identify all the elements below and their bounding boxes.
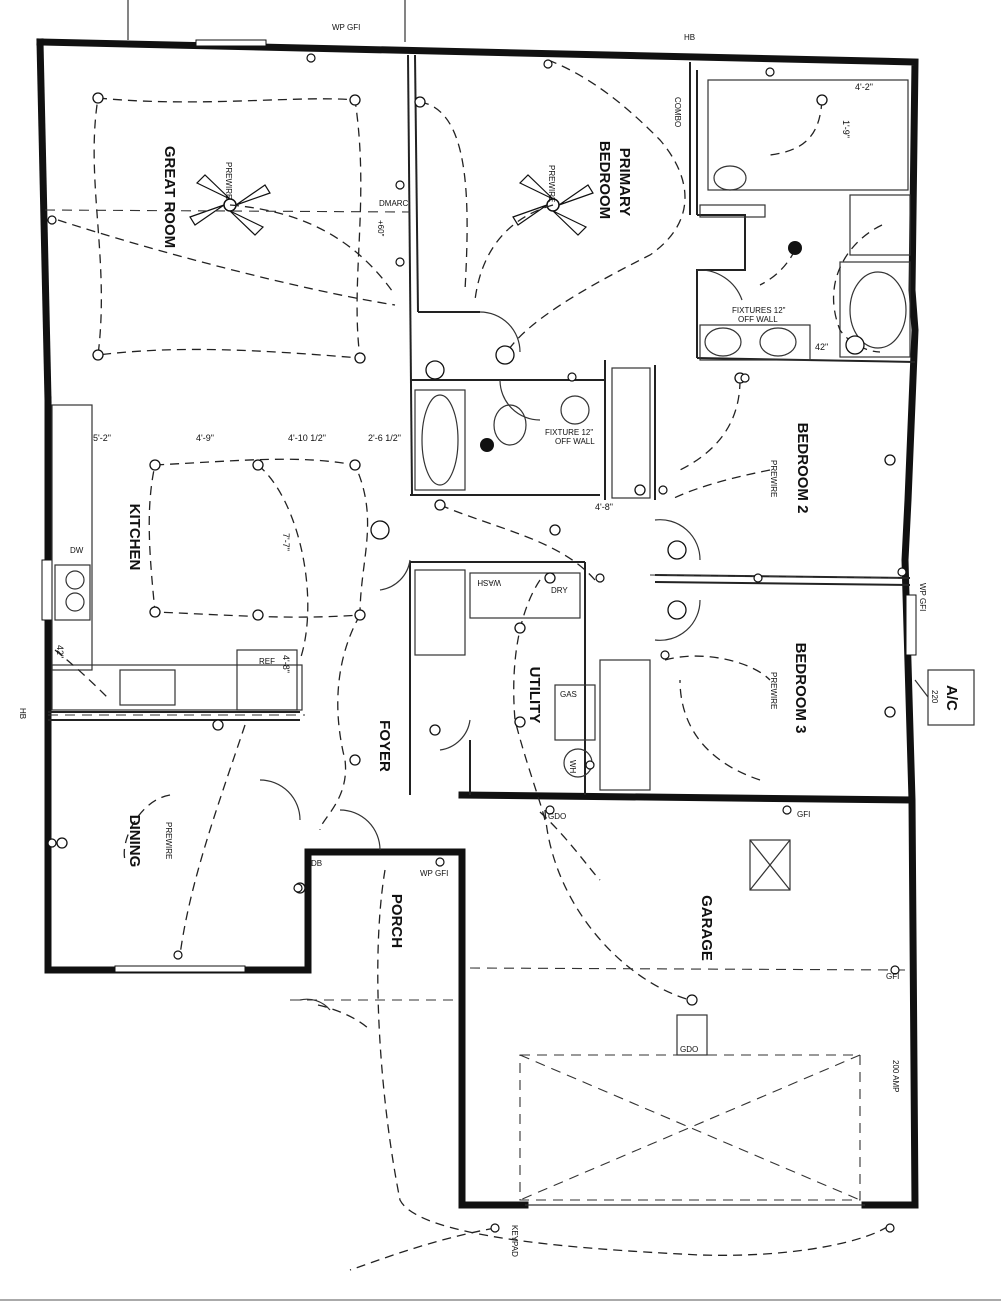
- fan-icon: [512, 174, 594, 236]
- exterior-walls: [36, 38, 919, 1209]
- prewire-great: PREWIRE: [224, 162, 233, 199]
- dim-4-10-half: 4'-10 1/2": [288, 433, 326, 443]
- dim-2-6-half: 2'-6 1/2": [368, 433, 401, 443]
- light-fixtures: [56, 92, 896, 894]
- gdo-label-1: GDO: [548, 812, 566, 821]
- dim-7-7: 7'-7": [281, 533, 291, 551]
- room-foyer: FOYER: [376, 720, 393, 772]
- db-label: DB: [311, 859, 322, 868]
- room-bedroom-3: BEDROOM 3: [792, 643, 809, 734]
- room-dining: DINING: [126, 815, 143, 868]
- ac-label: A/C: [943, 685, 960, 711]
- prewire-dining: PREWIRE: [164, 822, 173, 859]
- room-great-room: GREAT ROOM: [161, 146, 178, 248]
- plus60-label: +60": [376, 220, 385, 237]
- exhaust-fan-icon: [480, 241, 802, 452]
- outlets: [47, 53, 907, 1233]
- gfi-garage-right: GFI: [886, 972, 899, 981]
- room-primary-line1: PRIMARY: [616, 148, 633, 217]
- keypad-label: KEYPAD: [510, 1225, 519, 1257]
- dw-label: DW: [70, 546, 84, 555]
- gdo-label-2: GDO: [680, 1045, 698, 1054]
- room-utility: UTILITY: [526, 667, 543, 724]
- room-kitchen: KITCHEN: [126, 504, 143, 571]
- combo-label: COMBO: [673, 97, 682, 127]
- room-garage: GARAGE: [698, 895, 715, 961]
- room-primary-line2: BEDROOM: [596, 141, 613, 219]
- dim-4-9: 4'-9": [196, 433, 214, 443]
- smoke-detectors: [370, 335, 865, 620]
- interior-walls: [48, 54, 975, 1056]
- fixture-hall-2: OFF WALL: [555, 437, 595, 446]
- gas-label: GAS: [560, 690, 577, 699]
- overhead-lines: [44, 209, 906, 1001]
- fixtures-primary-1: FIXTURES 12": [732, 306, 786, 315]
- amp200-label: 200 AMP: [891, 1060, 900, 1092]
- room-labels: GREAT ROOM PRIMARY BEDROOM BEDROOM 2 BED…: [126, 141, 811, 961]
- dim-4-8: 4'-8": [595, 502, 613, 512]
- room-bedroom-2: BEDROOM 2: [794, 423, 811, 514]
- bathroom-fixtures: [65, 165, 907, 778]
- prewire-bed2: PREWIRE: [769, 460, 778, 497]
- dim-42-kitchen: 42": [55, 645, 65, 658]
- hb-top: HB: [684, 33, 695, 42]
- wp-gfi-porch: WP GFI: [420, 869, 448, 878]
- dim-5-2: 5'-2": [93, 433, 111, 443]
- dim-42-primary: 42": [815, 342, 828, 352]
- ac-unit-icon: [914, 679, 929, 698]
- fixture-hall-1: FIXTURE 12": [545, 428, 593, 437]
- wiring: [54, 59, 891, 1271]
- gfi-garage: GFI: [797, 810, 810, 819]
- ref-label: REF: [259, 657, 275, 666]
- wp-gfi-top: WP GFI: [332, 23, 360, 32]
- wash-label: WASH: [477, 578, 501, 587]
- hb-left: HB: [18, 708, 27, 719]
- prewire-bed3: PREWIRE: [769, 672, 778, 709]
- dmarc-label: DMARC: [379, 199, 409, 208]
- dry-label: DRY: [551, 586, 568, 595]
- garage-door: [519, 1054, 861, 1201]
- dim-4-8-kitchen: 4'-8": [281, 655, 291, 673]
- fixtures-primary-2: OFF WALL: [738, 315, 778, 324]
- wp-gfi-right: WP GFI: [918, 583, 927, 611]
- v220-label: 220: [930, 690, 939, 704]
- room-porch: PORCH: [388, 894, 405, 948]
- annotations: WP GFI WP GFI WP GFI GFI GFI HB HB DMARC…: [18, 23, 960, 1257]
- dim-1-9: 1'-9": [841, 120, 851, 138]
- dim-4-2: 4'-2": [855, 82, 873, 92]
- door-swings: [259, 269, 743, 1011]
- prewire-primary: PREWIRE: [547, 165, 556, 202]
- wh-label: WH: [568, 760, 577, 774]
